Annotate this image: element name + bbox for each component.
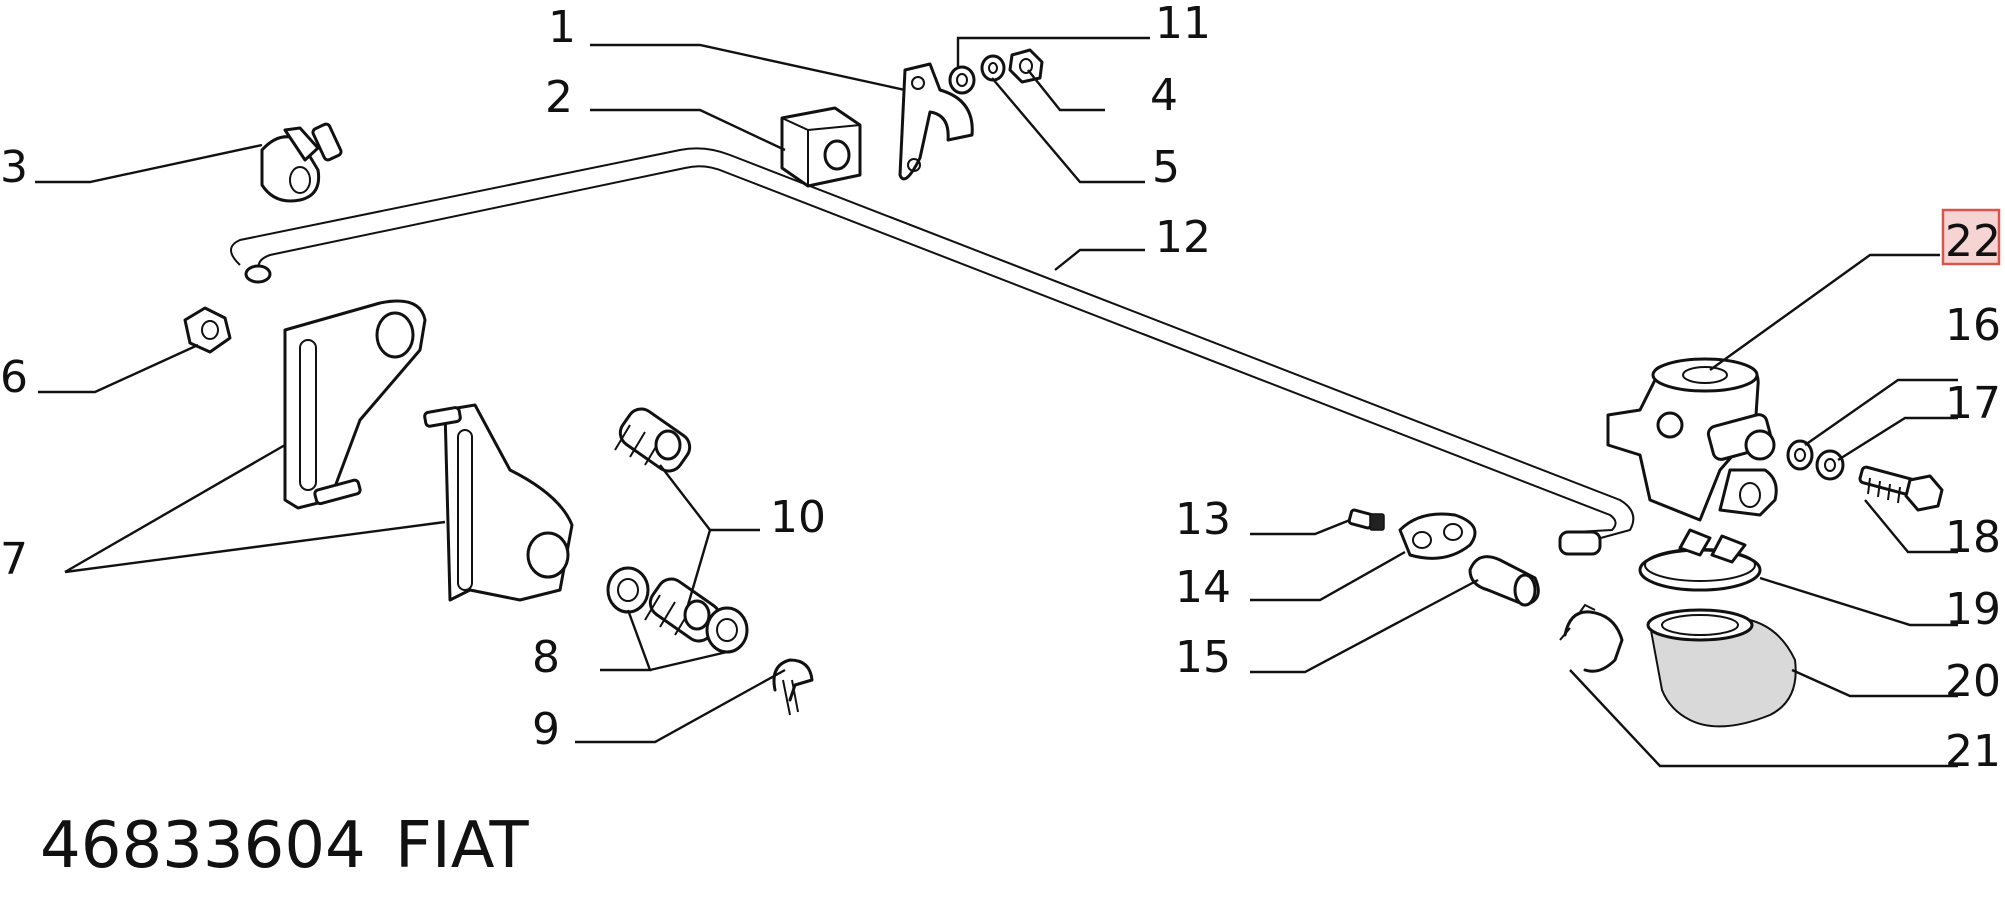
part-number: 46833604 bbox=[40, 809, 366, 883]
bolt-13[interactable] bbox=[1347, 508, 1385, 531]
callout-6[interactable]: 6 bbox=[0, 352, 28, 403]
bracket-14[interactable] bbox=[1398, 512, 1477, 560]
clamp-3[interactable] bbox=[260, 122, 343, 203]
callout-20[interactable]: 20 bbox=[1945, 656, 2001, 707]
nut-6[interactable] bbox=[183, 306, 232, 354]
callout-22-highlight bbox=[1941, 208, 2001, 266]
retaining-clip[interactable] bbox=[772, 658, 814, 716]
washer-8-right[interactable] bbox=[705, 606, 749, 654]
callout-5[interactable]: 5 bbox=[1152, 142, 1180, 193]
leader-lines bbox=[35, 36, 1958, 768]
nut-4[interactable] bbox=[1008, 48, 1044, 84]
rubber-bushing-lower[interactable] bbox=[644, 574, 725, 647]
stabilizer-bar[interactable] bbox=[230, 147, 1635, 556]
mounting-bracket-left[interactable] bbox=[283, 299, 427, 510]
callout-17[interactable]: 17 bbox=[1945, 378, 2001, 429]
washer-11[interactable] bbox=[948, 65, 976, 95]
bushing-bracket[interactable] bbox=[898, 62, 974, 181]
washer-8-left[interactable] bbox=[606, 566, 650, 614]
callout-15[interactable]: 15 bbox=[1175, 632, 1231, 683]
callout-1[interactable]: 1 bbox=[548, 2, 576, 53]
ring-clamp[interactable] bbox=[1638, 528, 1762, 592]
mounting-bracket-right[interactable] bbox=[423, 403, 574, 602]
sleeve-15[interactable] bbox=[1468, 555, 1540, 607]
callout-21[interactable]: 21 bbox=[1945, 726, 2001, 777]
brand-name: FIAT bbox=[395, 809, 530, 883]
callout-8[interactable]: 8 bbox=[532, 632, 560, 683]
callout-16[interactable]: 16 bbox=[1945, 300, 2001, 351]
bar-bushing[interactable] bbox=[780, 106, 862, 188]
callout-2[interactable]: 2 bbox=[545, 72, 573, 123]
pressure-valve[interactable] bbox=[1606, 357, 1778, 522]
callout-9[interactable]: 9 bbox=[532, 704, 560, 755]
callout-labels: 1 2 3 4 5 6 7 8 9 10 11 12 13 14 15 16 1… bbox=[0, 0, 2001, 777]
callout-11[interactable]: 11 bbox=[1155, 0, 1211, 49]
callout-10[interactable]: 10 bbox=[770, 492, 826, 543]
callout-22[interactable]: 22 bbox=[1945, 216, 2001, 267]
bolt-18[interactable] bbox=[1858, 465, 1944, 512]
washer-5[interactable] bbox=[980, 54, 1006, 82]
hose-clip[interactable] bbox=[1559, 603, 1624, 673]
callout-13[interactable]: 13 bbox=[1175, 494, 1231, 545]
callout-19[interactable]: 19 bbox=[1945, 584, 2001, 635]
callout-18[interactable]: 18 bbox=[1945, 512, 2001, 563]
washer-16[interactable] bbox=[1786, 439, 1814, 471]
callout-3[interactable]: 3 bbox=[0, 142, 28, 193]
callout-12[interactable]: 12 bbox=[1155, 212, 1211, 263]
callout-14[interactable]: 14 bbox=[1175, 562, 1231, 613]
washer-17[interactable] bbox=[1815, 449, 1845, 481]
rubber-bushing-upper[interactable] bbox=[614, 404, 695, 477]
callout-4[interactable]: 4 bbox=[1150, 70, 1178, 121]
rubber-boot[interactable] bbox=[1646, 608, 1797, 728]
callout-7[interactable]: 7 bbox=[0, 534, 28, 585]
